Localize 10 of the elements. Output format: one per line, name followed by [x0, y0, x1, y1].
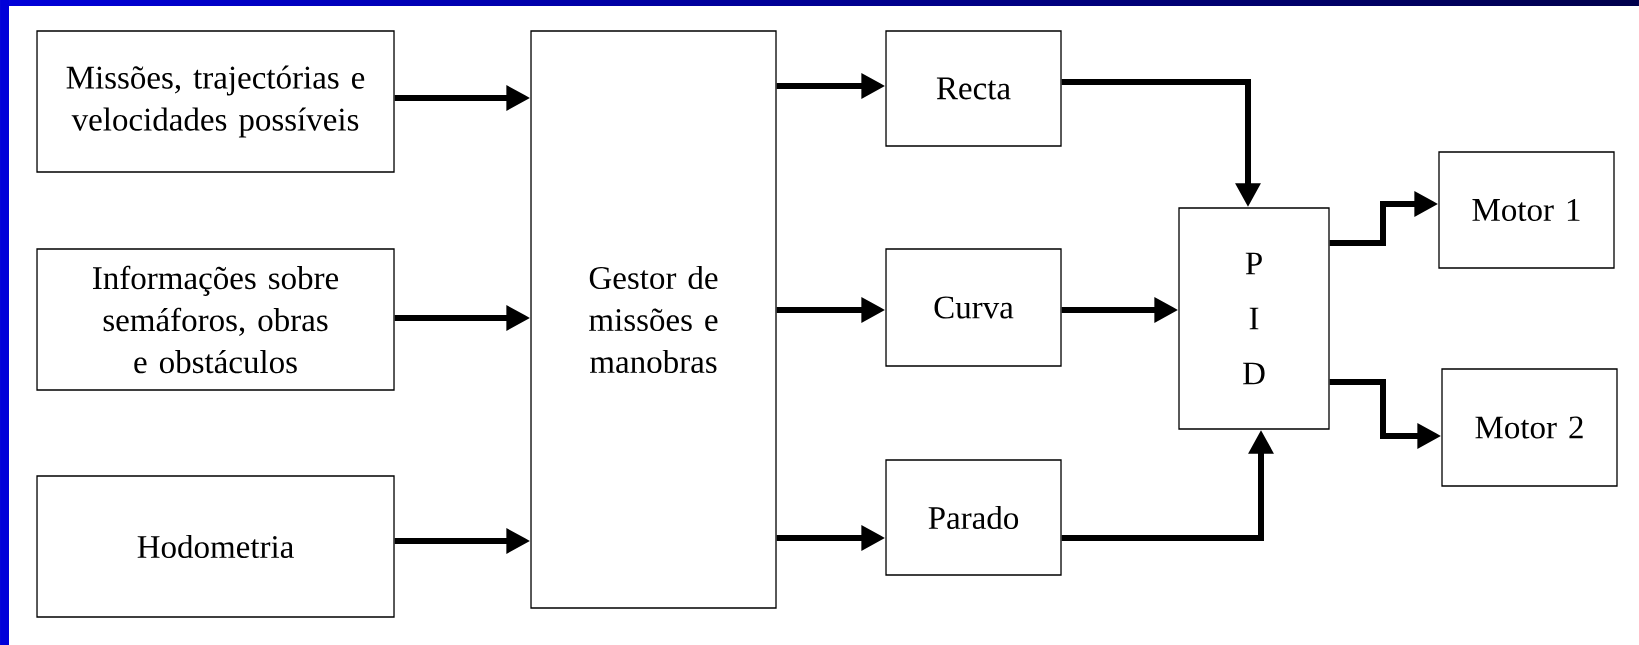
mode-box: Parado [885, 459, 1062, 576]
input-box: Missões, trajectórias e velocidades possíveis [36, 30, 395, 173]
input-box: Hodometria [36, 475, 395, 618]
manager-box: Gestor de missões e manobras [530, 30, 777, 609]
input-box: Informações sobre semáforos, obras e obstáculos [36, 248, 395, 391]
mode-box: Recta [885, 30, 1062, 147]
motor-box: Motor 2 [1441, 368, 1618, 487]
mode-box: Curva [885, 248, 1062, 367]
motor-box: Motor 1 [1438, 151, 1615, 269]
controller-box: P I D [1178, 207, 1330, 430]
